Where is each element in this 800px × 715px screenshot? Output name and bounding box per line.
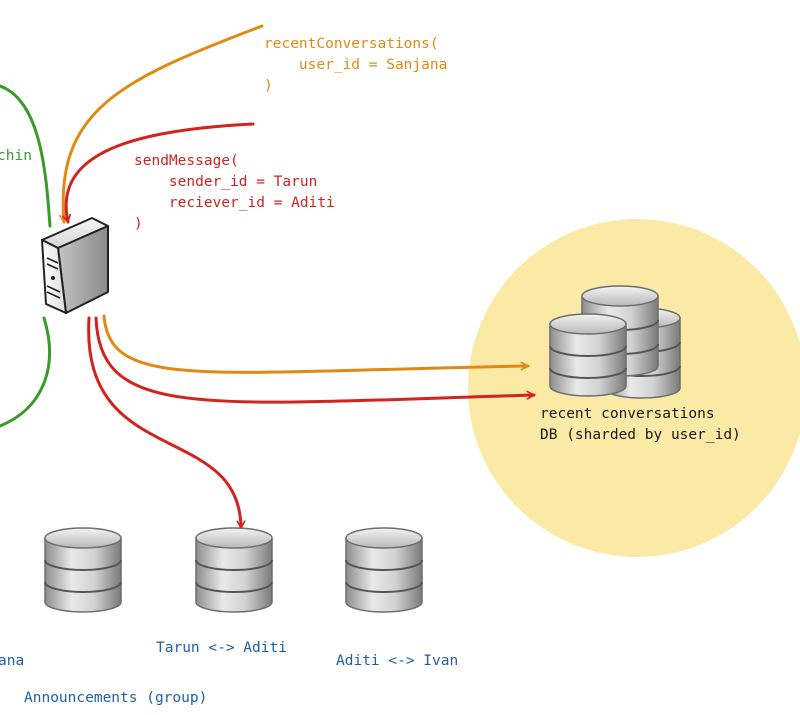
cropped-green-label: chin bbox=[0, 148, 32, 164]
recent-db-label: recent conversations DB (sharded by user… bbox=[540, 406, 741, 443]
send-message-request-arrow bbox=[66, 122, 255, 224]
green-connector-top bbox=[0, 84, 52, 228]
green-connector-bottom bbox=[0, 316, 51, 428]
send-message-call-label: sendMessage( sender_id = Tarun reciever_… bbox=[134, 153, 335, 232]
db-label-cropped-left: ana bbox=[0, 653, 25, 669]
server-to-tarun-aditi-db-arrow bbox=[87, 316, 241, 530]
db-label-announcements-group: Announcements (group) bbox=[24, 690, 208, 706]
database-cylinder-icon bbox=[44, 527, 122, 613]
server-tower-icon bbox=[41, 217, 109, 314]
recent-conversations-call-label: recentConversations( user_id = Sanjana ) bbox=[264, 36, 448, 94]
recent-conversations-request-arrow bbox=[63, 24, 264, 224]
db-label-tarun-aditi: Tarun <-> Aditi bbox=[156, 640, 287, 656]
db-label-aditi-ivan: Aditi <-> Ivan bbox=[336, 653, 459, 669]
server-to-recent-db-red-arrow bbox=[94, 316, 536, 404]
database-cylinder-icon bbox=[345, 527, 423, 613]
database-cylinder-icon bbox=[549, 313, 627, 397]
server-to-recent-db-orange-arrow bbox=[102, 314, 530, 374]
database-cluster-icon bbox=[549, 285, 681, 399]
database-cylinder-icon bbox=[195, 527, 273, 613]
